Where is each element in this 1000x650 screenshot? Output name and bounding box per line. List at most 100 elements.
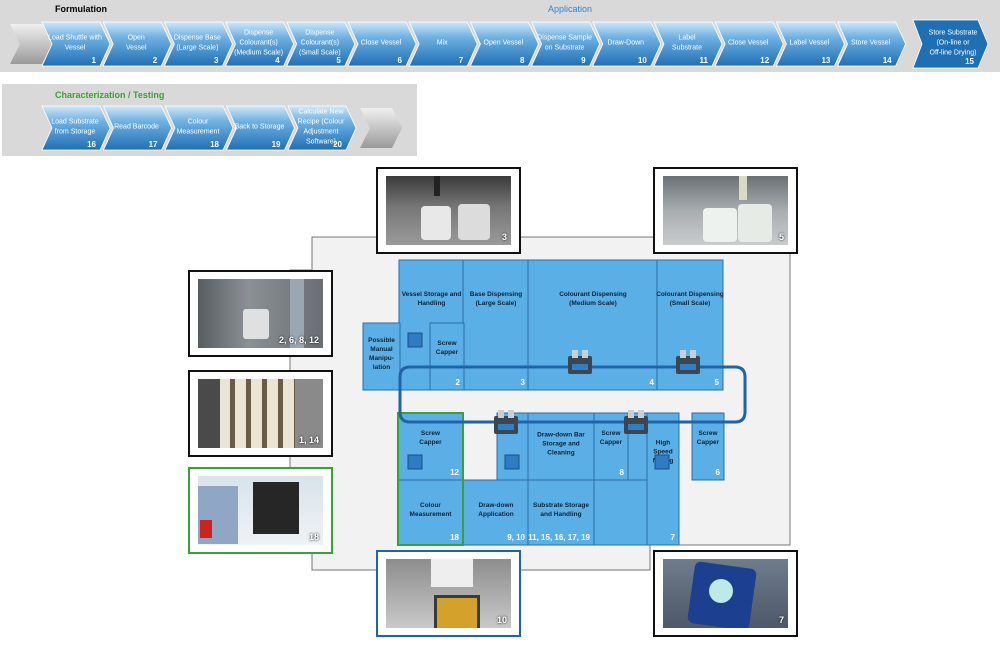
- process-step-number-3: 3: [214, 56, 219, 65]
- process-step-label-14: Store Vessel: [851, 39, 891, 46]
- photo-5-number: 5: [778, 232, 784, 242]
- module-label-colourant-small: Colourant Dispensing(Small Scale): [656, 291, 724, 307]
- process-step-12: Close Vessel 12: [714, 21, 784, 67]
- test-step-number-16: 16: [87, 140, 96, 149]
- module-number-screw-capper-mid: 8: [620, 468, 625, 477]
- process-step-number-7: 7: [459, 56, 464, 65]
- photo-inset-10: 10: [376, 550, 521, 637]
- module-number-screw-capper-left: 12: [450, 468, 459, 477]
- test-step-number-17: 17: [149, 140, 158, 149]
- process-step-label-12: Close Vessel: [728, 39, 769, 46]
- photo-10-number: 10: [496, 615, 507, 625]
- module-base-dispensing: Base Dispensing(Large Scale)3: [462, 259, 530, 391]
- process-step-number-10: 10: [638, 56, 647, 65]
- process-step-number-9: 9: [581, 56, 586, 65]
- photo-2-number: 2, 6, 8, 12: [278, 335, 319, 345]
- lead-chevron-2: [24, 24, 52, 64]
- characterization-header: Characterization / Testing: [55, 90, 165, 100]
- module-number-colourant-small: 5: [715, 378, 720, 387]
- station-marker-3: [504, 454, 520, 470]
- module-number-substrate-storage: 11, 15, 16, 17, 19: [528, 533, 590, 542]
- module-substrate-extension: [593, 479, 649, 546]
- photo-inset-2-6-8-12: 2, 6, 8, 12: [188, 270, 333, 357]
- process-step-number-12: 12: [760, 56, 769, 65]
- photo-inset-3: 3: [376, 167, 521, 254]
- test-step-number-19: 19: [272, 140, 281, 149]
- photo-inset-18: 18: [188, 467, 333, 554]
- process-step-label-7: Mix: [437, 39, 448, 46]
- module-colourant-medium: Colourant Dispensing(Medium Scale) 4: [527, 259, 659, 391]
- process-step-number-1: 1: [92, 56, 97, 65]
- test-step-number-20: 20: [333, 140, 342, 149]
- photo-7-number: 7: [778, 615, 784, 625]
- formulation-header: Formulation: [55, 4, 107, 14]
- shuttle-4: [624, 410, 648, 434]
- application-header: Application: [548, 4, 593, 14]
- photo-1-number: 1, 14: [298, 435, 319, 445]
- shuttle-1: [568, 350, 592, 374]
- process-step-8: Open Vessel 8: [469, 21, 539, 67]
- photo-inset-7: 7: [653, 550, 798, 637]
- process-step-label-8: Open Vessel: [484, 39, 524, 46]
- station-marker-1: [407, 332, 423, 348]
- shuttle-3: [494, 410, 518, 434]
- test-step-label-19: Back to Storage: [235, 123, 285, 130]
- process-step-label-3: Dispense Base(Large Scale): [174, 34, 221, 51]
- characterization-outline: [397, 412, 464, 546]
- station-marker-2: [407, 454, 423, 470]
- module-number-drawdown-application: 9, 10: [507, 533, 525, 542]
- conveyor-loop: [398, 365, 747, 424]
- module-label-base-dispensing: Base Dispensing(Large Scale): [470, 291, 522, 307]
- station-marker-4: [654, 454, 670, 470]
- process-step-label-13: Label Vessel: [790, 39, 830, 46]
- process-step-number-5: 5: [336, 56, 341, 65]
- tail-chevron-2: [374, 108, 402, 148]
- process-step-number-15: 15: [965, 57, 974, 66]
- module-number-colourant-medium: 4: [650, 378, 655, 387]
- process-step-number-2: 2: [153, 56, 158, 65]
- process-step-number-6: 6: [398, 56, 403, 65]
- test-step-number-18: 18: [210, 140, 219, 149]
- process-step-7: Mix 7: [408, 21, 478, 67]
- photo-inset-5: 5: [653, 167, 798, 254]
- process-step-number-8: 8: [520, 56, 525, 65]
- process-step-13: Label Vessel 13: [775, 21, 845, 67]
- test-step-19: Back to Storage 19: [225, 105, 295, 151]
- module-label-colourant-medium: Colourant Dispensing(Medium Scale): [559, 291, 627, 307]
- process-step-number-13: 13: [821, 56, 830, 65]
- process-step-3: Dispense Base(Large Scale) 3: [163, 21, 233, 67]
- module-number-screw-capper-top: 2: [456, 378, 461, 387]
